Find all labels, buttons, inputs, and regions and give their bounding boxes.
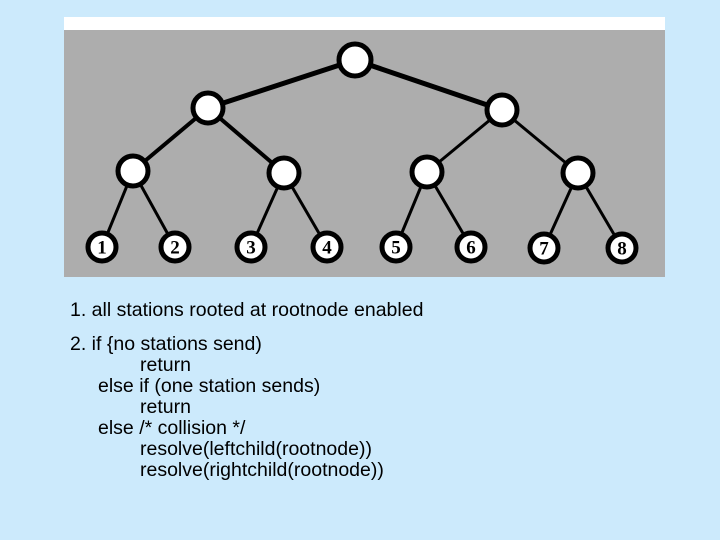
tree-node-n-rl[interactable] — [409, 154, 445, 190]
pseudocode-line: return — [140, 396, 191, 418]
tree-node-leaf-5[interactable]: 5 — [379, 230, 413, 264]
pseudocode-line: 2. if {no stations send) — [70, 333, 262, 355]
tree-node-leaf-4[interactable]: 4 — [310, 230, 344, 264]
pseudocode-block: 1. all stations rooted at rootnode enabl… — [70, 300, 690, 481]
node-circle — [454, 230, 488, 264]
pseudocode-line: resolve(rightchild(rootnode)) — [140, 459, 384, 481]
tree-node-leaf-1[interactable]: 1 — [85, 230, 119, 264]
node-circle — [190, 90, 226, 126]
tree-node-n-ll[interactable] — [115, 153, 151, 189]
node-label: 1 — [97, 238, 107, 259]
tree-node-group: 1 2 3 4 5 6 7 8 — [85, 41, 639, 265]
figure-panel: 1 2 3 4 5 6 7 8 — [64, 30, 665, 277]
tree-node-n-r[interactable] — [484, 92, 520, 128]
node-label: 4 — [322, 238, 332, 259]
node-circle — [266, 155, 302, 191]
node-circle — [560, 155, 596, 191]
pseudocode-line: else /* collision */ — [98, 417, 246, 439]
tree-node-leaf-2[interactable]: 2 — [158, 230, 192, 264]
node-circle — [234, 230, 268, 264]
tree-edge-group — [100, 57, 624, 249]
node-circle — [85, 230, 119, 264]
node-circle — [115, 153, 151, 189]
tree-node-root[interactable] — [336, 41, 374, 79]
node-circle — [409, 154, 445, 190]
node-label: 5 — [391, 238, 401, 259]
tree-node-n-rr[interactable] — [560, 155, 596, 191]
tree-node-leaf-8[interactable]: 8 — [605, 231, 639, 265]
pseudocode-line: else if (one station sends) — [98, 375, 321, 397]
node-circle — [379, 230, 413, 264]
tree-edge-root-to-n-l — [207, 57, 356, 111]
node-circle — [336, 41, 374, 79]
tree-node-n-lr[interactable] — [266, 155, 302, 191]
node-circle — [605, 231, 639, 265]
node-label: 8 — [617, 239, 627, 260]
tree-node-leaf-3[interactable]: 3 — [234, 230, 268, 264]
pseudocode-line: 1. all stations rooted at rootnode enabl… — [70, 299, 424, 321]
node-label: 3 — [246, 238, 256, 259]
tree-node-leaf-7[interactable]: 7 — [527, 231, 561, 265]
figure-top-white-strip — [64, 17, 665, 30]
node-label: 6 — [466, 238, 476, 259]
node-circle — [158, 230, 192, 264]
node-label: 7 — [539, 239, 549, 260]
binary-tree-diagram: 1 2 3 4 5 6 7 8 — [85, 41, 639, 265]
tree-node-leaf-6[interactable]: 6 — [454, 230, 488, 264]
node-circle — [310, 230, 344, 264]
node-circle — [527, 231, 561, 265]
pseudocode-line: resolve(leftchild(rootnode)) — [140, 438, 372, 460]
node-label: 2 — [170, 238, 180, 259]
node-circle — [484, 92, 520, 128]
pseudocode-line: return — [140, 354, 191, 376]
tree-node-n-l[interactable] — [190, 90, 226, 126]
tree-edge-root-to-n-r — [354, 57, 503, 113]
